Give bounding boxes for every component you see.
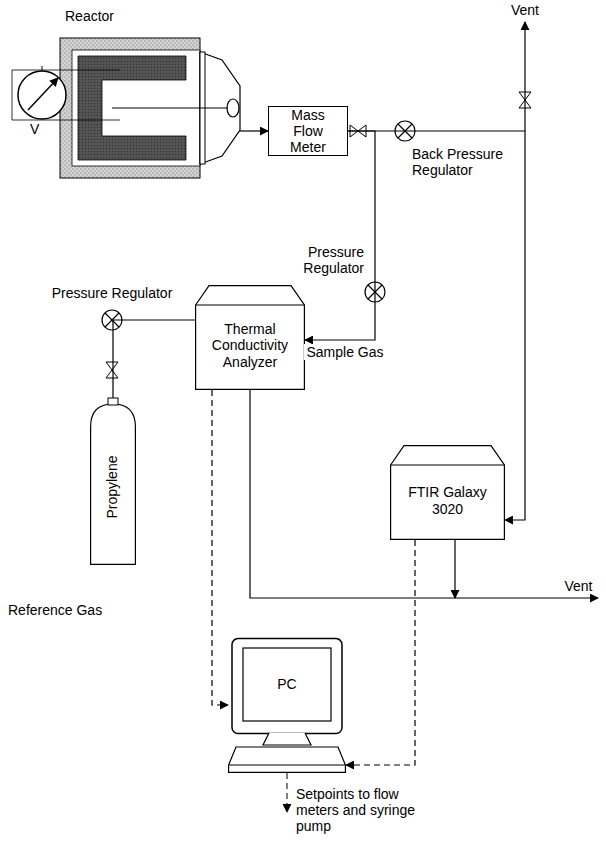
node-pc: PC: [228, 638, 346, 773]
annotation-label: Vent: [556, 578, 601, 594]
node-none: Reactor: [60, 38, 240, 178]
node-text: Mass Flow Meter: [275, 107, 341, 155]
annotation-label: Setpoints to flow meters and syringe pum…: [296, 786, 424, 834]
node-roof: Thermal Conductivity Analyzer: [195, 285, 305, 390]
pc-outline: [228, 638, 346, 773]
annotation-label: Reference Gas: [8, 602, 118, 618]
signal-line: [287, 773, 288, 812]
node-heading: Reactor: [65, 8, 114, 24]
annotation-label: Pressure Regulator: [48, 285, 176, 301]
signal-connector: [346, 540, 415, 765]
node-cyl: Propylene: [90, 400, 136, 565]
annotation-label: Back Pressure Regulator: [412, 146, 512, 178]
node-text: FTIR Galaxy 3020: [398, 484, 497, 516]
node-roof: FTIR Galaxy 3020: [390, 445, 505, 540]
gas-line: [240, 130, 268, 131]
gas-line: [305, 131, 375, 340]
node-text: PC: [277, 676, 296, 692]
node-rect: Mass Flow Meter: [268, 106, 348, 156]
node-text: Propylene: [81, 479, 144, 495]
annotation-label: Pressure Regulator: [278, 244, 364, 276]
valve-symbol: [106, 92, 531, 378]
annotation-label: Vent: [505, 2, 545, 18]
gas-line: [113, 320, 195, 400]
signal-connector: [212, 390, 228, 705]
node-text: Thermal Conductivity Analyzer: [203, 321, 297, 369]
reactor-furnace: [60, 38, 240, 178]
annotation-label: V: [30, 121, 50, 137]
edge-label: Sample Gas: [304, 344, 385, 360]
voltmeter-symbol: [12, 66, 120, 120]
